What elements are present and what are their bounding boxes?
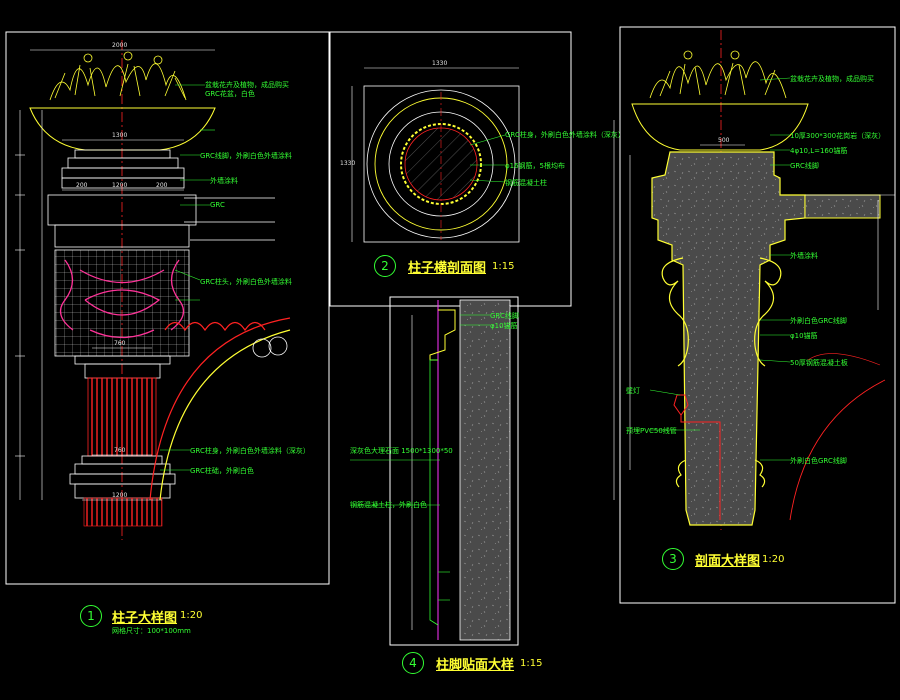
annotation-note: 预埋PVC50线管 <box>626 427 677 435</box>
drawing3-bowl <box>631 103 809 151</box>
annotation-note: φ10锚筋 <box>790 332 818 340</box>
drawing3-section-body <box>651 151 806 526</box>
drawing1-arch <box>149 317 291 501</box>
annotation-note: 外墙涂料 <box>790 252 818 260</box>
annotation-note: GRC线脚，外刷白色外墙涂料 <box>200 152 292 160</box>
drawing1-dim-lines <box>15 49 215 501</box>
dim-label: 200 <box>156 182 168 189</box>
annotation-note: 4φ10,L=160锚筋 <box>790 147 848 155</box>
drawing1-subnote: 网格尺寸：100*100mm <box>112 627 191 635</box>
dim-label: 760 <box>114 447 126 454</box>
annotation-note: GRC柱础，外刷白色 <box>190 467 254 475</box>
drawing3-plants <box>649 50 787 99</box>
drawing3-wall-lamp <box>673 394 721 520</box>
drawing2-number-circle: 2 <box>374 255 396 277</box>
drawing4-cornice <box>429 309 456 361</box>
drawing3-number-circle: 3 <box>662 548 684 570</box>
annotation-note: φ10锚筋 <box>490 322 518 330</box>
drawing1-bowl <box>29 107 216 151</box>
dim-label: 200 <box>76 182 88 189</box>
drawing1-title: 柱子大样图 <box>112 611 178 626</box>
drawing4-number-circle: 4 <box>402 652 424 674</box>
dim-label: 760 <box>114 340 126 347</box>
annotation-note: GRC花盆，白色 <box>205 90 255 98</box>
annotation-note: 外墙涂料 <box>210 177 238 185</box>
drawing1-lower-shaft <box>83 497 163 527</box>
annotation-note: GRC线脚 <box>490 312 519 320</box>
drawing2-leaders <box>469 134 506 183</box>
dim-label: 1200 <box>112 182 128 189</box>
drawing3-beam <box>804 194 881 219</box>
annotation-note: 盆栽花卉及植物，成品购买 <box>790 75 874 83</box>
drawing2-square <box>363 85 520 243</box>
drawing3-leaders <box>649 77 791 461</box>
drawing4-leaders <box>350 314 490 506</box>
dim-label: 1330 <box>432 60 448 67</box>
annotation-note: 外刷白色GRC线脚 <box>790 317 847 325</box>
annotation-note: GRC柱身，外刷白色外墙涂料（深灰） <box>190 447 310 455</box>
annotation-note: GRC柱头，外刷白色外墙涂料 <box>200 278 292 286</box>
annotation-note: 深灰色大理石面 1500*1300*50 <box>350 447 453 455</box>
annotation-note: 钢筋混凝土柱，外刷白色 <box>350 501 427 509</box>
drawing3-dims <box>613 120 879 500</box>
drawing1-grid <box>54 249 190 357</box>
annotation-note: 盆栽花卉及植物，成品购买 <box>205 81 289 89</box>
drawing1-plants <box>49 51 187 101</box>
dim-label: 1330 <box>340 160 356 167</box>
drawing1-frame <box>5 31 330 585</box>
annotation-note: 10厚300*300花岗岩（深灰） <box>790 132 886 140</box>
annotation-note: 壁灯 <box>626 387 640 395</box>
dim-label: 500 <box>718 137 730 144</box>
drawing4-plinth <box>429 359 439 626</box>
drawing1-neck <box>74 355 171 379</box>
drawing2-dims <box>351 67 519 242</box>
drawing1-leaders <box>160 84 215 471</box>
drawing1-capital <box>47 149 275 248</box>
annotation-note: 外刷白色GRC线脚 <box>790 457 847 465</box>
annotation-note: GRC <box>210 201 225 209</box>
drawing4-concrete <box>459 299 511 641</box>
annotation-note: 钢筋混凝土柱 <box>505 179 547 187</box>
drawing2-scale: 1:15 <box>492 261 515 272</box>
annotation-note: φ16钢筋，5根均布 <box>505 162 565 170</box>
drawing4-title: 柱脚贴面大样 <box>436 658 515 673</box>
drawing2-title: 柱子横剖面图 <box>408 261 487 276</box>
drawing3-title: 剖面大样图 <box>695 554 761 569</box>
dim-label: 1300 <box>112 132 128 139</box>
drawing1-capital-ornament <box>59 259 185 339</box>
drawing1-scale: 1:20 <box>180 610 203 621</box>
drawing3-arch <box>789 379 886 521</box>
drawing4-frame <box>389 296 519 646</box>
dim-label: 2000 <box>112 42 128 49</box>
annotation-note: 50厚钢筋混凝土板 <box>790 359 848 367</box>
drawing3-scale: 1:20 <box>762 554 785 565</box>
drawing1-number-circle: 1 <box>80 605 102 627</box>
drawing1-shaft <box>87 377 157 457</box>
dim-label: 1200 <box>112 492 128 499</box>
drawing2-frame <box>329 31 572 307</box>
drawing3-scrolls <box>661 257 782 488</box>
annotation-note: GRC柱身，外刷白色外墙涂料（深灰） <box>505 131 625 139</box>
drawing4-scale: 1:15 <box>520 658 543 669</box>
drawing3-frame <box>619 26 896 604</box>
annotation-note: GRC线脚 <box>790 162 819 170</box>
